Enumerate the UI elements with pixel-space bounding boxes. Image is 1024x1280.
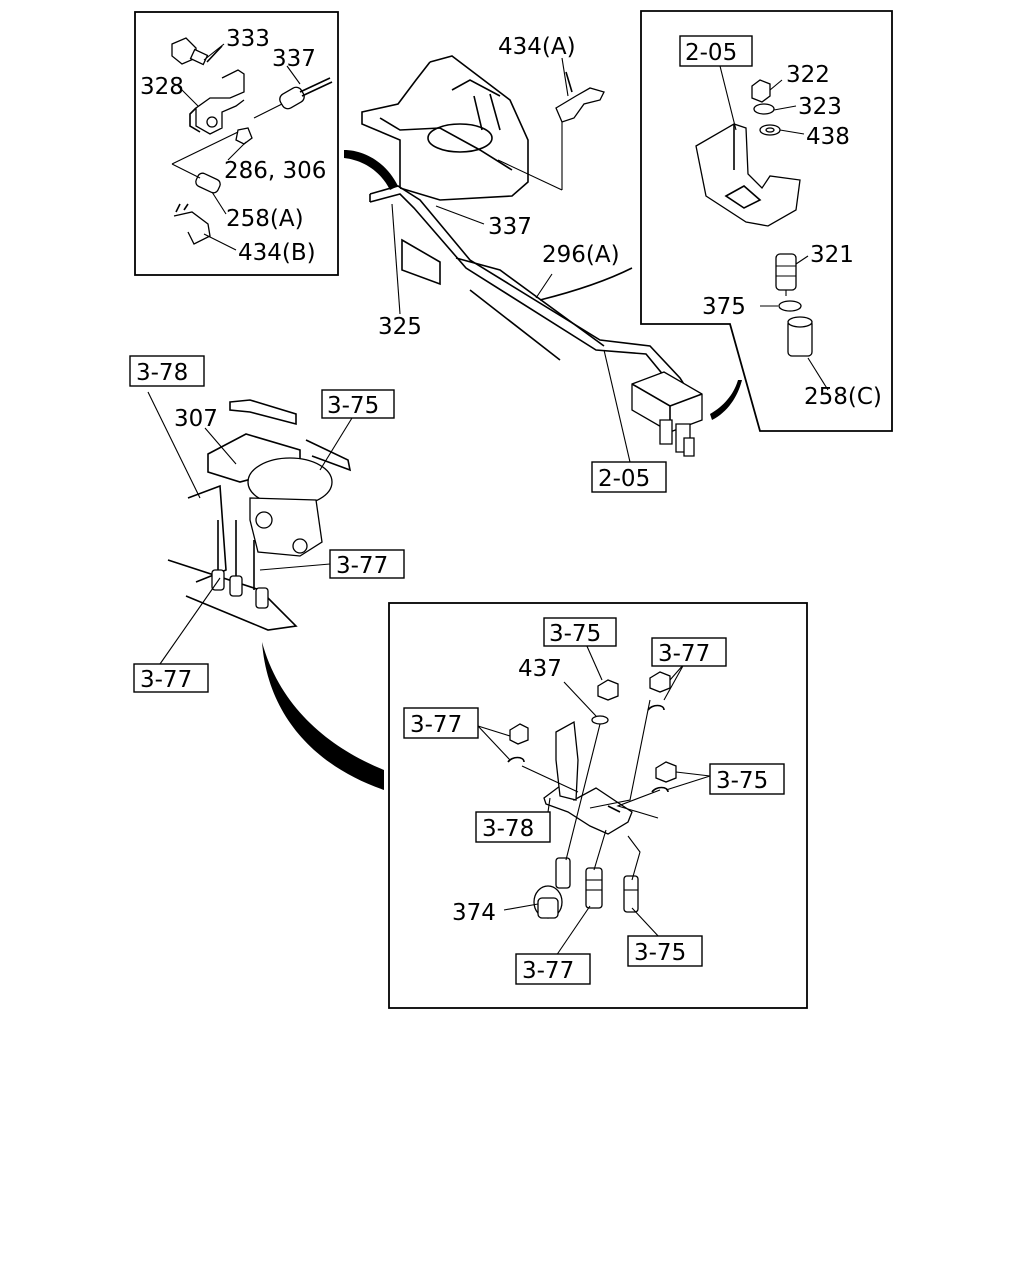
nut-322-drawing <box>751 79 771 103</box>
callout-258a: 258(A) <box>226 206 304 232</box>
callout-296a: 296(A) <box>542 242 620 268</box>
ref-378-left: 3-78 <box>136 360 188 386</box>
ref-box-375-d2 <box>709 763 785 795</box>
connector-258a-drawing <box>171 163 221 194</box>
ref-box-205-top <box>679 35 753 67</box>
ref-box-377-d1 <box>651 637 727 667</box>
callout-337-main: 337 <box>488 214 532 240</box>
callout-325: 325 <box>378 314 422 340</box>
oring-375-drawing <box>778 300 802 312</box>
detail-arrow-left <box>344 150 398 190</box>
ref-box-375-d3 <box>627 935 703 967</box>
callout-258c: 258(C) <box>804 384 882 410</box>
detail-frame-bottom <box>388 602 808 1009</box>
nut-437-drawing <box>591 679 619 725</box>
callout-434a: 434(A) <box>498 34 576 60</box>
pipe-assembly-drawing <box>369 185 695 401</box>
ref-box-377-d3 <box>515 953 591 985</box>
connector-377-bottom-drawing <box>585 867 603 909</box>
valve-block-drawing <box>631 371 703 457</box>
ref-375-left: 3-75 <box>327 393 379 419</box>
callout-375-detail: 375 <box>702 294 746 320</box>
nut-377-left-drawing <box>507 723 529 763</box>
connector-321-drawing <box>775 253 797 296</box>
valve-374-drawing <box>533 857 571 919</box>
ref-box-377-d2 <box>403 707 479 739</box>
ref-375-d1: 3-75 <box>549 621 601 647</box>
ref-377-mid: 3-77 <box>336 553 388 579</box>
ref-375-d2: 3-75 <box>716 768 768 794</box>
callout-328: 328 <box>140 74 184 100</box>
ref-box-377-bl <box>133 663 209 693</box>
leader-lines <box>147 43 829 957</box>
nut-377-right-drawing <box>647 671 671 711</box>
ref-box-378-d <box>475 811 551 843</box>
callout-333: 333 <box>226 26 270 52</box>
bottom-leader-paths <box>521 699 661 881</box>
callout-374: 374 <box>452 900 496 926</box>
brake-valve-assembly-drawing <box>167 399 352 631</box>
ref-205-mid: 2-05 <box>598 466 650 492</box>
ref-box-378-left <box>129 355 205 387</box>
washer-438-drawing <box>759 124 781 136</box>
callout-323: 323 <box>798 94 842 120</box>
detail-arrow-right <box>710 380 742 420</box>
connector-258c-drawing <box>787 316 813 357</box>
callout-438: 438 <box>806 124 850 150</box>
ref-box-205-mid <box>591 461 667 493</box>
clip-434a-drawing <box>555 71 605 123</box>
detail-arrow-bottom <box>262 642 384 790</box>
ref-377-d2: 3-77 <box>410 712 462 738</box>
ref-205-top: 2-05 <box>685 40 737 66</box>
callout-286-306: 286, 306 <box>224 158 326 184</box>
hose-337-drawing <box>253 77 333 119</box>
callout-434b: 434(B) <box>238 240 316 266</box>
ref-box-375-left <box>321 389 395 419</box>
clip-434b-drawing <box>173 203 211 245</box>
ref-378-d: 3-78 <box>482 816 534 842</box>
hose-296a-drawing <box>539 267 633 301</box>
tank-housing-drawing <box>361 55 529 201</box>
detail-frame-top-left <box>134 11 339 276</box>
callout-437: 437 <box>518 656 562 682</box>
bracket-378-drawing <box>543 720 633 835</box>
ref-box-377-mid <box>329 549 405 579</box>
connector-375-bottom-drawing <box>623 875 639 913</box>
detail-frame-top-right <box>640 10 893 432</box>
ref-box-375-d1 <box>543 617 617 647</box>
fitting-286-drawing <box>171 127 253 165</box>
fitting-333-drawing <box>171 37 223 66</box>
callout-337-detail: 337 <box>272 46 316 72</box>
washer-323-drawing <box>753 103 775 115</box>
bracket-328-drawing <box>189 69 245 135</box>
ref-377-bl: 3-77 <box>140 667 192 693</box>
nut-375-right-drawing <box>651 761 677 793</box>
bracket-205-drawing <box>695 123 801 227</box>
callout-307: 307 <box>174 406 218 432</box>
ref-375-d3: 3-75 <box>634 940 686 966</box>
callout-322: 322 <box>786 62 830 88</box>
callout-321: 321 <box>810 242 854 268</box>
ref-377-d1: 3-77 <box>658 641 710 667</box>
ref-377-d3: 3-77 <box>522 958 574 984</box>
